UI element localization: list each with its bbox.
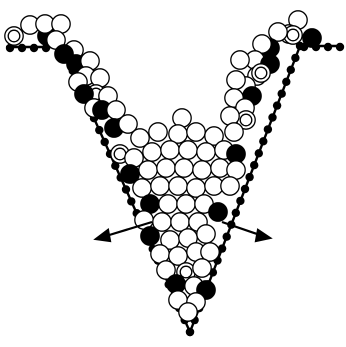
substrate-dot bbox=[241, 185, 249, 193]
open-particle bbox=[169, 177, 187, 195]
substrate-dot bbox=[223, 233, 231, 241]
substrate-dot bbox=[264, 125, 272, 133]
ringed-particle bbox=[252, 64, 270, 82]
substrate-dot bbox=[273, 101, 281, 109]
substrate-dot bbox=[268, 113, 276, 121]
open-particle bbox=[91, 69, 109, 87]
open-particle bbox=[187, 123, 205, 141]
substrate-dot bbox=[287, 66, 295, 74]
filled-particle bbox=[209, 203, 227, 221]
open-particle bbox=[193, 161, 211, 179]
open-particle bbox=[139, 161, 157, 179]
open-particle bbox=[159, 195, 177, 213]
substrate-dot bbox=[186, 328, 194, 336]
substrate-dot bbox=[127, 197, 135, 205]
open-particle bbox=[193, 259, 211, 277]
open-particle bbox=[221, 107, 239, 125]
substrate-dot bbox=[291, 54, 299, 62]
open-particle bbox=[179, 141, 197, 159]
substrate-dot bbox=[250, 161, 258, 169]
open-particle bbox=[225, 123, 243, 141]
substrate-dot bbox=[30, 44, 38, 52]
open-particle bbox=[227, 71, 245, 89]
substrate-dot bbox=[122, 185, 130, 193]
open-particle bbox=[179, 303, 197, 321]
open-particle bbox=[231, 51, 249, 69]
open-particle bbox=[177, 195, 195, 213]
open-particle bbox=[197, 143, 215, 161]
open-particle bbox=[151, 177, 169, 195]
open-particle bbox=[221, 177, 239, 195]
open-particle bbox=[157, 159, 175, 177]
ringed-particle bbox=[5, 27, 23, 45]
open-particle bbox=[175, 159, 193, 177]
substrate-dot bbox=[259, 137, 267, 145]
substrate-dot bbox=[18, 44, 26, 52]
substrate-dot bbox=[236, 197, 244, 205]
open-particle bbox=[173, 109, 191, 127]
open-particle bbox=[149, 123, 167, 141]
substrate-dot bbox=[324, 43, 332, 51]
substrate-dot bbox=[101, 138, 109, 146]
substrate-dot bbox=[336, 43, 344, 51]
substrate-dot bbox=[278, 90, 286, 98]
particle-layer bbox=[5, 11, 321, 321]
open-particle bbox=[143, 143, 161, 161]
filled-particle bbox=[141, 227, 159, 245]
substrate-dot bbox=[95, 126, 103, 134]
open-particle bbox=[161, 141, 179, 159]
substrate-dot bbox=[282, 78, 290, 86]
open-particle bbox=[197, 225, 215, 243]
substrate-dot bbox=[245, 173, 253, 181]
substrate-dot bbox=[255, 149, 263, 157]
substrate-dot bbox=[232, 209, 240, 217]
filled-particle bbox=[303, 29, 321, 47]
